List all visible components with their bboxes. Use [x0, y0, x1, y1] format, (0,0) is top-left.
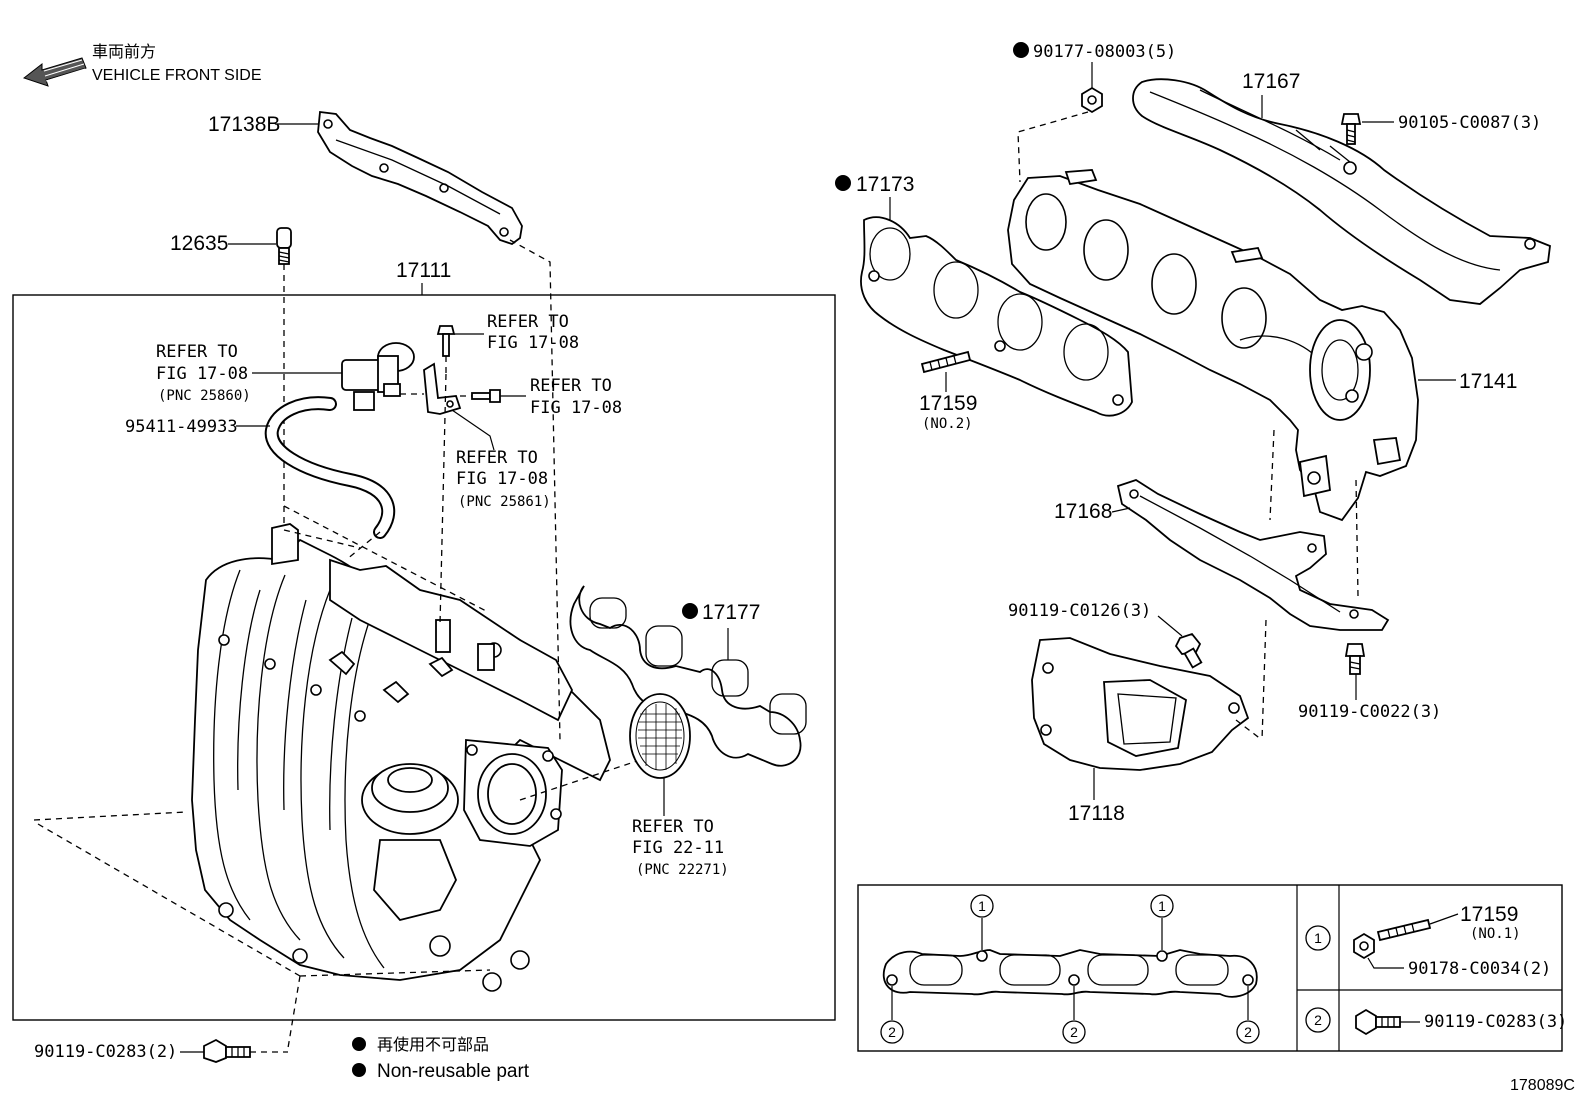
front-direction-arrow-icon: [22, 57, 87, 87]
inset-label-90178: 90178-C0034(2): [1408, 959, 1551, 979]
part-95411-hose[interactable]: [264, 396, 396, 539]
figure-id: 178089C: [1510, 1077, 1575, 1094]
inset-90178-nut[interactable]: [1353, 932, 1375, 960]
inset-marker-2: 2: [880, 1020, 904, 1044]
refer5-line3: (PNC 22271): [636, 862, 729, 878]
part-12635-stud[interactable]: [276, 227, 292, 265]
inset-label-17159-sub: (NO.1): [1470, 926, 1521, 942]
part-17159-stud[interactable]: [920, 350, 972, 374]
svg-text:2: 2: [1314, 1012, 1322, 1028]
non-reusable-mark-icon: [682, 603, 698, 619]
part-17138B-bracket[interactable]: [317, 110, 523, 246]
part-17177-gasket[interactable]: [569, 585, 807, 767]
vsv-solenoid[interactable]: [341, 342, 415, 411]
refer4-line2: FIG 17-08: [456, 469, 548, 489]
svg-text:2: 2: [1070, 1024, 1078, 1040]
inset-label-17159: 17159: [1460, 903, 1518, 926]
front-label-jp: 車両前方: [92, 42, 156, 61]
intake-manifold[interactable]: [191, 523, 611, 992]
inset-row2-key: 2: [1305, 1007, 1331, 1033]
non-reusable-mark-icon: [1013, 42, 1029, 58]
inset-row1-key: 1: [1305, 925, 1331, 951]
inset-label-90119-C0283: 90119-C0283(3): [1424, 1012, 1567, 1032]
part-90119-C0126-bolt[interactable]: [1174, 632, 1203, 669]
refer3-line1: REFER TO: [530, 376, 612, 396]
label-17138B: 17138B: [208, 113, 280, 136]
label-17168: 17168: [1054, 500, 1112, 523]
label-17159-sub: (NO.2): [922, 416, 973, 432]
legend-bullet-icon: [352, 1037, 366, 1051]
legend-bullet-icon: [352, 1063, 366, 1077]
refer2-line1: REFER TO: [487, 312, 569, 332]
refer4-line3: (PNC 25861): [458, 494, 551, 510]
refer1-line1: REFER TO: [156, 342, 238, 362]
throttle-body-gasket[interactable]: [629, 693, 691, 779]
inset-gasket-drawing: [882, 918, 1258, 1020]
label-12635: 12635: [170, 232, 228, 255]
refer4-line1: REFER TO: [456, 448, 538, 468]
legend-jp: 再使用不可部品: [377, 1035, 489, 1054]
refer3-line2: FIG 17-08: [530, 398, 622, 418]
svg-text:2: 2: [888, 1024, 896, 1040]
inset-17159-stud[interactable]: [1376, 918, 1432, 942]
label-95411: 95411-49933: [125, 417, 238, 437]
vsv-bolt[interactable]: [471, 389, 501, 403]
label-17118: 17118: [1068, 802, 1125, 825]
part-17173-exhaust-gasket[interactable]: [860, 216, 1133, 417]
refer2-line2: FIG 17-08: [487, 333, 579, 353]
part-17118-bracket[interactable]: [1031, 637, 1250, 771]
legend-en: Non-reusable part: [377, 1061, 530, 1082]
vsv-bracket[interactable]: [423, 362, 462, 415]
refer1-line3: (PNC 25860): [158, 388, 251, 404]
label-90119-C0283: 90119-C0283(2): [34, 1042, 177, 1062]
part-90119-C0283-bolt[interactable]: [203, 1038, 251, 1063]
intake-assembly-frame: [12, 294, 836, 1021]
svg-text:1: 1: [1314, 930, 1322, 946]
inset-marker-1: 1: [1150, 894, 1174, 918]
inset-marker-2: 2: [1236, 1020, 1260, 1044]
part-90119-C0022-bolt[interactable]: [1344, 643, 1366, 675]
label-90119-C0126: 90119-C0126(3): [1008, 601, 1151, 621]
label-17173: 17173: [856, 173, 914, 196]
bracket-bolt[interactable]: [436, 325, 456, 357]
part-90177-nut[interactable]: [1081, 86, 1103, 114]
refer1-line2: FIG 17-08: [156, 364, 248, 384]
part-90105-bolt[interactable]: [1340, 113, 1362, 145]
non-reusable-mark-icon: [835, 175, 851, 191]
refer5-line2: FIG 22-11: [632, 838, 724, 858]
part-17168-manifold-stay[interactable]: [1116, 479, 1390, 631]
label-17111: 17111: [396, 259, 451, 282]
label-17167: 17167: [1242, 70, 1300, 93]
label-17159: 17159: [919, 392, 977, 415]
svg-text:1: 1: [1158, 898, 1166, 914]
refer5-line1: REFER TO: [632, 817, 714, 837]
front-label-en: VEHICLE FRONT SIDE: [92, 67, 262, 84]
part-17141-exhaust-manifold[interactable]: [1007, 169, 1419, 522]
label-90105: 90105-C0087(3): [1398, 113, 1541, 133]
svg-text:1: 1: [978, 898, 986, 914]
label-17177: 17177: [702, 601, 760, 624]
label-90177: 90177-08003(5): [1033, 42, 1176, 62]
inset-marker-1: 1: [970, 894, 994, 918]
svg-text:2: 2: [1244, 1024, 1252, 1040]
inset-marker-2: 2: [1062, 1020, 1086, 1044]
label-17141: 17141: [1459, 370, 1517, 393]
part-17167-heat-insulator[interactable]: [1132, 78, 1551, 305]
label-90119-C0022: 90119-C0022(3): [1298, 702, 1441, 722]
